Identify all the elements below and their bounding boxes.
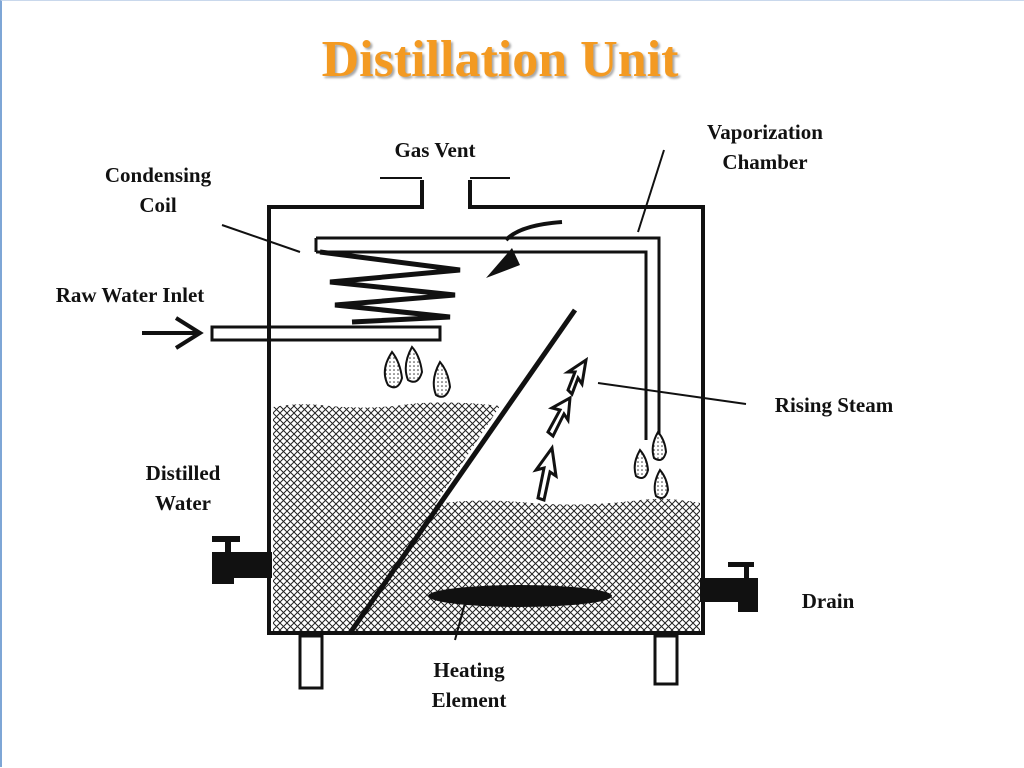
label-condensing-coil-line1: Condensing bbox=[104, 163, 212, 187]
label-distilled-water-line1: Distilled bbox=[145, 461, 221, 485]
label-gas-vent: Gas Vent bbox=[394, 138, 476, 162]
inlet-pipe bbox=[210, 325, 442, 342]
drain-tap bbox=[700, 562, 758, 612]
label-drain: Drain bbox=[801, 589, 855, 613]
tank-legs bbox=[298, 634, 679, 690]
rising-steam-arrows bbox=[532, 356, 589, 502]
tank-outline bbox=[267, 180, 705, 635]
label-vaporization-chamber-line2: Chamber bbox=[722, 150, 808, 174]
page-title: Distillation Unit bbox=[321, 31, 679, 88]
heating-element bbox=[428, 585, 612, 607]
label-distilled-water: Distilled Water bbox=[118, 458, 248, 518]
steam-pipe bbox=[314, 220, 661, 450]
divider-plate bbox=[347, 308, 578, 635]
label-heating-element-line1: Heating bbox=[433, 658, 505, 682]
label-vaporization-chamber-line1: Vaporization bbox=[707, 120, 823, 144]
condensing-coil-shape bbox=[319, 249, 461, 325]
vapor-arrow bbox=[486, 248, 520, 278]
inlet-arrow bbox=[142, 316, 204, 350]
leader-lines bbox=[221, 149, 747, 405]
label-heating-element-line2: Element bbox=[431, 688, 507, 712]
condensate-drops bbox=[383, 345, 670, 499]
label-rising-steam: Rising Steam bbox=[774, 393, 894, 417]
label-raw-water-inlet: Raw Water Inlet bbox=[55, 283, 205, 307]
label-vaporization-chamber: Vaporization Chamber bbox=[680, 117, 850, 177]
distilled-water-tap bbox=[212, 536, 272, 584]
distilled-water-hatch bbox=[273, 402, 500, 633]
label-distilled-water-line2: Water bbox=[155, 491, 211, 515]
label-condensing-coil-line2: Coil bbox=[139, 193, 177, 217]
label-condensing-coil: Condensing Coil bbox=[82, 160, 234, 220]
label-heating-element: Heating Element bbox=[404, 655, 534, 715]
